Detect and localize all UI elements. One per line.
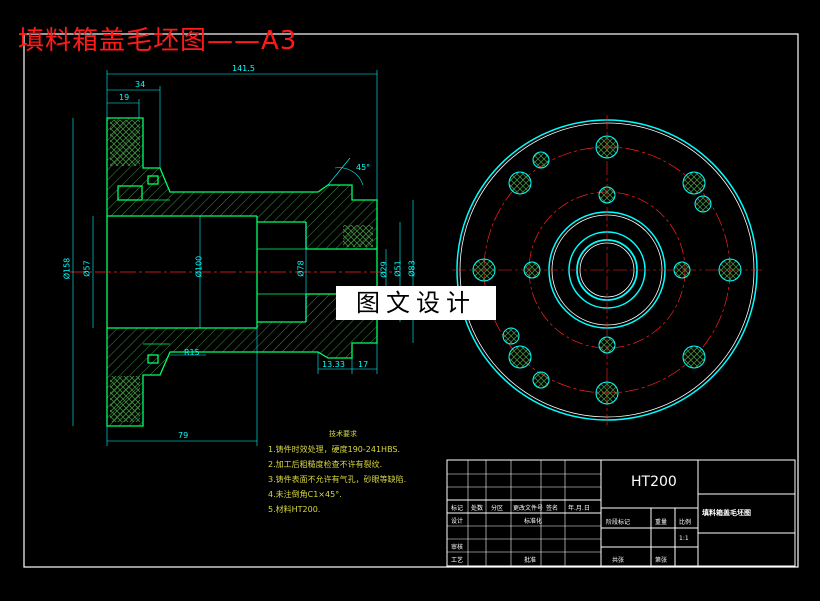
- end-view: [452, 115, 762, 425]
- note-item: 1.铸件时效处理，硬度190-241HBS.: [268, 445, 401, 454]
- tb-process: 工艺: [451, 557, 464, 564]
- tb-sheets: 共张: [612, 557, 625, 564]
- tb-change-doc: 更改文件号: [513, 505, 544, 512]
- tb-count: 处数: [471, 505, 484, 512]
- dim-dia100: Ø100: [194, 255, 204, 278]
- dim-19: 19: [119, 93, 130, 102]
- drawing-title: 填料箱盖毛坯图——A3: [18, 26, 298, 56]
- dim-dia158: Ø158: [62, 257, 72, 280]
- dim-17: 17: [358, 360, 369, 369]
- insert-cross-top: [343, 225, 373, 247]
- title-block: [446, 459, 796, 567]
- outer-bolt-holes: [472, 135, 742, 405]
- part-name-label: 填料箱盖毛坯图: [702, 509, 751, 517]
- watermark-label: 图文设计: [336, 286, 496, 320]
- tb-standardize: 标准化: [524, 518, 543, 525]
- technical-notes: 技术要求 1.铸件时效处理，硬度190-241HBS. 2.加工后粗糙度检查不许…: [268, 427, 418, 517]
- tb-weight: 重量: [655, 519, 668, 526]
- note-item: 5.材料HT200.: [268, 505, 321, 514]
- note-item: 3.铸件表面不允许有气孔，砂眼等缺陷.: [268, 475, 407, 484]
- note-item: 2.加工后粗糙度检查不许有裂纹.: [268, 460, 383, 469]
- section-view: [70, 70, 414, 446]
- tb-zone: 分区: [491, 505, 504, 512]
- tb-review: 审核: [451, 544, 464, 551]
- dim-dia83: Ø83: [407, 260, 417, 277]
- dim-13-33: 13.33: [322, 360, 345, 369]
- dim-dia57: Ø57: [82, 260, 92, 277]
- dim-34: 34: [135, 80, 146, 89]
- section-hatch: [107, 118, 377, 426]
- inner-holes: [502, 151, 712, 389]
- tb-scale-value: 1:1: [679, 535, 689, 542]
- tb-stage-mark: 阶段标记: [606, 519, 631, 526]
- dim-79: 79: [178, 431, 189, 440]
- tb-sign: 签名: [546, 505, 559, 512]
- notes-heading: 技术要求: [329, 430, 357, 438]
- outer-border: [23, 33, 799, 568]
- tb-approve: 批准: [524, 557, 537, 564]
- dim-dia29: Ø29: [379, 261, 389, 278]
- tb-date: 年.月.日: [568, 505, 590, 512]
- tb-scale: 比例: [679, 519, 692, 526]
- dim-r15: R15: [184, 348, 200, 357]
- dim-45-angle: 45°: [356, 163, 371, 172]
- section-dimensions: [72, 70, 414, 446]
- dim-dia51: Ø51: [393, 260, 403, 277]
- tb-design: 设计: [451, 518, 464, 525]
- dim-dia78: Ø78: [296, 260, 306, 277]
- material-label: HT200: [631, 474, 677, 490]
- flange-cross-bottom: [110, 376, 140, 422]
- dim-overall-length: 141.5: [232, 64, 255, 73]
- note-item: 4.未注倒角C1×45°.: [268, 490, 342, 499]
- flange-cross-top: [110, 120, 140, 166]
- tb-sheet-no: 第张: [655, 557, 668, 564]
- tb-mark: 标记: [451, 505, 464, 512]
